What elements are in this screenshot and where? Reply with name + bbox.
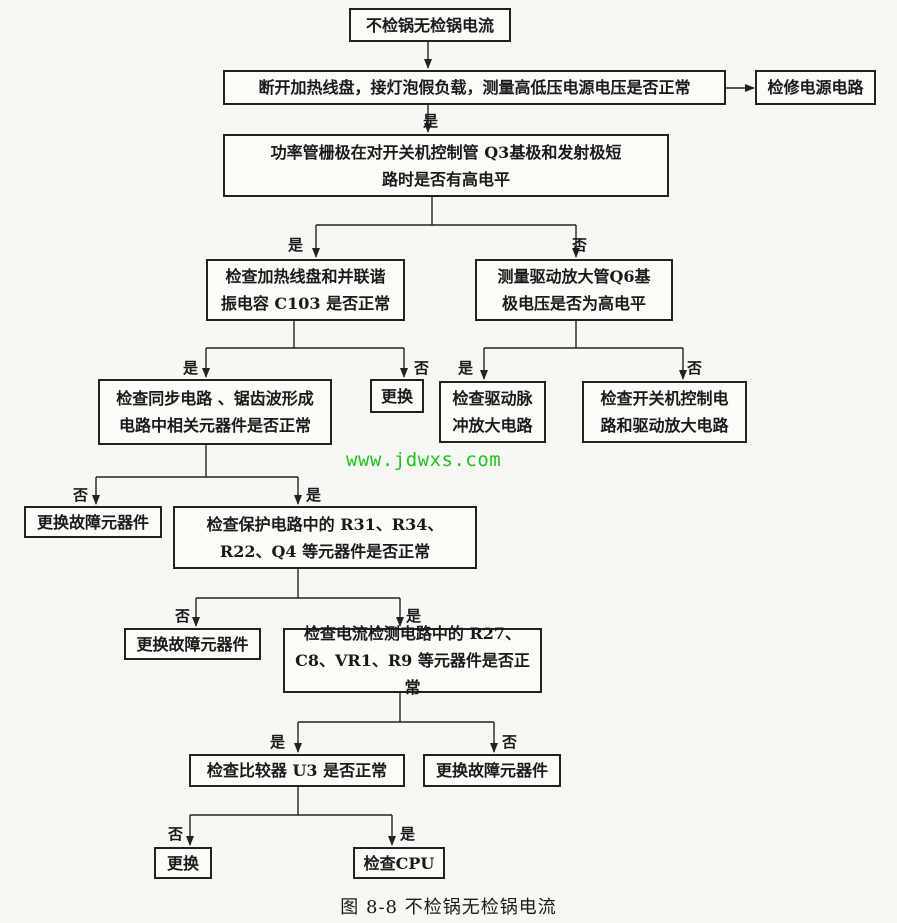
check-drive-line1: 检查驱动脉: [452, 389, 533, 408]
gate-check-box: 功率管栅极在对开关机控制管 Q3基极和发射极短 路时是否有高电平: [223, 134, 669, 197]
label-yes-current: 是: [270, 733, 286, 751]
label-yes-power: 是: [423, 112, 439, 130]
gate-check-line2: 路时是否有高电平: [381, 169, 510, 189]
label-no-protect: 否: [175, 607, 191, 625]
power-check-text: 断开加热线盘，接灯泡假负载，测量高低压电源电压是否正常: [258, 78, 691, 97]
replace-faulty-box-1: 更换故障元器件: [24, 506, 162, 538]
label-no-q6: 否: [687, 359, 703, 377]
coil-check-line1: 检查加热线盘和并联谐: [225, 267, 386, 286]
check-cpu-box: 检查CPU: [353, 847, 445, 879]
comparator-check-text: 检查比较器 U3 是否正常: [206, 761, 388, 780]
protect-check-line1: 检查保护电路中的 R31、R34、: [206, 514, 444, 534]
check-switch-box: 检查开关机控制电 路和驱动放大电路: [582, 381, 747, 443]
check-switch-line1: 检查开关机控制电: [600, 389, 729, 408]
repair-power-text: 检修电源电路: [767, 78, 864, 97]
sync-check-line1: 检查同步电路 、锯齿波形成: [116, 389, 314, 408]
replace-text-2: 更换: [166, 853, 199, 873]
q6-check-line1: 测量驱动放大管Q6基: [497, 267, 651, 286]
coil-check-line2: 振电容 C103 是否正常: [220, 294, 391, 313]
replace-faulty-text-1: 更换故障元器件: [36, 512, 149, 532]
replace-faulty-text-3: 更换故障元器件: [435, 761, 548, 780]
protect-check-line2: R22、Q4 等元器件是否正常: [219, 541, 431, 561]
replace-box-1: 更换: [370, 379, 424, 413]
label-no-comparator: 否: [168, 825, 184, 843]
label-no-sync: 否: [73, 486, 89, 504]
label-yes-protect: 是: [406, 607, 422, 625]
check-switch-line2: 路和驱动放大电路: [600, 416, 729, 435]
check-drive-line2: 冲放大电路: [452, 416, 533, 435]
label-yes-comparator: 是: [400, 825, 416, 843]
current-check-line1: 检查电流检测电路中的 R27、: [303, 624, 522, 643]
sync-check-box: 检查同步电路 、锯齿波形成 电路中相关元器件是否正常: [98, 379, 332, 445]
current-check-line2: C8、VR1、R9 等元器件是否正常: [295, 651, 530, 697]
check-cpu-text: 检查CPU: [363, 853, 435, 873]
comparator-check-box: 检查比较器 U3 是否正常: [189, 754, 405, 787]
label-no-gate: 否: [572, 236, 588, 254]
replace-box-2: 更换: [154, 847, 212, 879]
replace-faulty-text-2: 更换故障元器件: [136, 634, 249, 654]
gate-check-line1: 功率管栅极在对开关机控制管 Q3基极和发射极短: [270, 142, 622, 162]
label-yes-coil: 是: [183, 359, 199, 377]
replace-faulty-box-3: 更换故障元器件: [423, 754, 561, 787]
label-yes-q6: 是: [458, 359, 474, 377]
label-yes-gate: 是: [288, 236, 304, 254]
repair-power-box: 检修电源电路: [755, 70, 876, 105]
label-no-current: 否: [502, 733, 518, 751]
q6-check-box: 测量驱动放大管Q6基 极电压是否为高电平: [475, 259, 673, 321]
replace-text-1: 更换: [380, 386, 413, 406]
current-check-box: 检查电流检测电路中的 R27、 C8、VR1、R9 等元器件是否正常: [283, 624, 542, 697]
q6-check-line2: 极电压是否为高电平: [501, 294, 646, 313]
label-yes-sync: 是: [306, 486, 322, 504]
sync-check-line2: 电路中相关元器件是否正常: [118, 416, 311, 435]
replace-faulty-box-2: 更换故障元器件: [124, 628, 261, 660]
watermark-text: www.jdwxs.com: [346, 449, 502, 471]
label-no-coil: 否: [414, 359, 430, 377]
figure-caption: 图 8-8 不检锅无检锅电流: [340, 897, 557, 918]
coil-check-box: 检查加热线盘和并联谐 振电容 C103 是否正常: [206, 259, 405, 321]
protect-check-box: 检查保护电路中的 R31、R34、 R22、Q4 等元器件是否正常: [173, 506, 477, 569]
check-drive-box: 检查驱动脉 冲放大电路: [439, 381, 546, 443]
start-text: 不检锅无检锅电流: [365, 15, 494, 35]
power-check-box: 断开加热线盘，接灯泡假负载，测量高低压电源电压是否正常: [223, 70, 726, 105]
start-box: 不检锅无检锅电流: [349, 8, 511, 42]
